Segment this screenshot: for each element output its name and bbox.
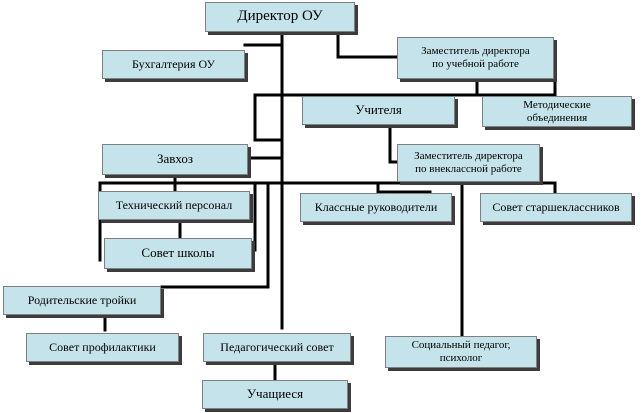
node-deputy-extracurricular: Заместитель директора по внеклассной раб…	[397, 144, 540, 182]
node-class-teachers-label: Классные руководители	[314, 199, 438, 214]
node-social-pedagogue: Социальный педагог, психолог	[385, 336, 537, 368]
node-pedagogical-council: Педагогический совет	[203, 333, 351, 362]
node-students: Учащиеся	[202, 380, 348, 409]
node-director-label: Директор ОУ	[237, 8, 323, 25]
node-accounting: Бухгалтерия ОУ	[102, 50, 245, 79]
node-supply-manager-label: Завхоз	[156, 151, 194, 167]
node-parent-triads-label: Родительские тройки	[27, 292, 137, 307]
node-parent-triads: Родительские тройки	[3, 286, 161, 315]
node-social-pedagogue-label: Социальный педагог, психолог	[411, 339, 511, 364]
node-teachers-label: Учителя	[355, 102, 402, 118]
node-deputy-academic-label: Заместитель директора по учебной работе	[421, 45, 530, 70]
node-prevention-council-label: Совет профилактики	[49, 339, 156, 354]
node-supply-manager: Завхоз	[102, 144, 248, 175]
node-technical-staff: Технический персонал	[98, 191, 250, 220]
node-students-label: Учащиеся	[246, 386, 304, 402]
node-senior-council-label: Совет старшеклассников	[492, 199, 620, 214]
node-director: Директор ОУ	[205, 2, 355, 32]
node-methodical: Методические объединения	[482, 96, 632, 127]
node-methodical-label: Методические объединения	[523, 98, 591, 124]
node-technical-staff-label: Технический персонал	[115, 197, 233, 212]
node-prevention-council: Совет профилактики	[26, 333, 179, 362]
node-deputy-academic: Заместитель директора по учебной работе	[397, 37, 554, 79]
node-pedagogical-council-label: Педагогический совет	[220, 339, 334, 354]
node-accounting-label: Бухгалтерия ОУ	[132, 56, 215, 71]
node-teachers: Учителя	[302, 96, 455, 125]
node-senior-council: Совет старшеклассников	[480, 193, 632, 222]
node-school-council-label: Совет школы	[141, 245, 215, 261]
node-school-council: Совет школы	[104, 238, 252, 269]
node-deputy-extracurricular-label: Заместитель директора по внеклассной раб…	[414, 150, 523, 175]
node-class-teachers: Классные руководители	[300, 193, 452, 222]
